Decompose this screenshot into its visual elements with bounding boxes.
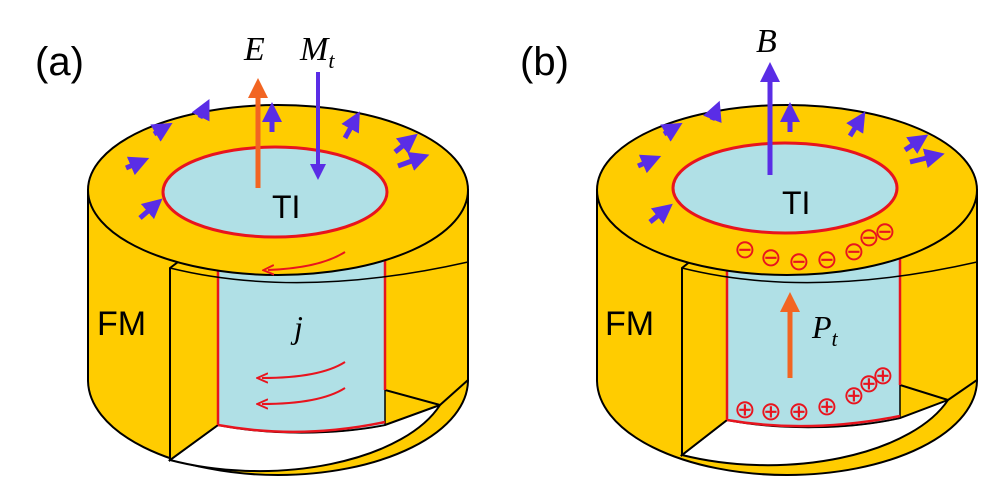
- ti-label: TI: [272, 189, 300, 225]
- panel-b-label: (b): [520, 40, 569, 84]
- fm-seam-line-b: [681, 261, 978, 284]
- fm-label-b: FM: [605, 305, 654, 343]
- minus-sign: ⊖: [843, 236, 865, 266]
- minus-sign: ⊖: [760, 242, 782, 272]
- fm-label: FM: [97, 305, 146, 343]
- ti-top-face: [161, 145, 389, 239]
- panel-a: (a) E Mt TI FM j: [35, 31, 470, 476]
- pt-label: Pt: [811, 309, 839, 351]
- plus-sign: ⊕: [788, 396, 810, 426]
- plus-sign: ⊕: [872, 360, 894, 390]
- mt-label: Mt: [299, 31, 335, 73]
- plus-sign: ⊕: [858, 368, 880, 398]
- panel-b: ⊖ ⊖ ⊖ ⊖ ⊖ ⊖ ⊖ ⊕ ⊕ ⊕ ⊕ ⊕ ⊕ ⊕ (b) B TI FM …: [520, 23, 979, 476]
- minus-sign: ⊖: [788, 246, 810, 276]
- fm-seam-line: [169, 261, 469, 284]
- plus-sign: ⊕: [843, 380, 865, 410]
- current-j-label: j: [290, 309, 303, 345]
- magnetization-arrows: [125, 99, 430, 220]
- ti-bottom-edge-b: [726, 414, 901, 428]
- minus-sign: ⊖: [874, 216, 896, 246]
- minus-sign: ⊖: [816, 244, 838, 274]
- ti-top-face-b: [671, 141, 899, 235]
- magnetization-arrows-b: [637, 100, 945, 225]
- panel-a-label: (a): [35, 40, 84, 84]
- ti-label-b: TI: [782, 185, 810, 221]
- ti-bottom-edge: [217, 420, 386, 434]
- surface-current-arrows: [262, 251, 346, 404]
- e-field-label: E: [243, 31, 265, 68]
- plus-sign: ⊕: [734, 394, 756, 424]
- plus-sign: ⊕: [760, 396, 782, 426]
- plus-sign: ⊕: [816, 391, 838, 421]
- minus-sign: ⊖: [734, 234, 756, 264]
- negative-charges: ⊖ ⊖ ⊖ ⊖ ⊖ ⊖ ⊖: [734, 216, 896, 276]
- positive-charges: ⊕ ⊕ ⊕ ⊕ ⊕ ⊕ ⊕: [734, 360, 894, 426]
- minus-sign: ⊖: [858, 222, 880, 252]
- b-field-label: B: [756, 23, 777, 60]
